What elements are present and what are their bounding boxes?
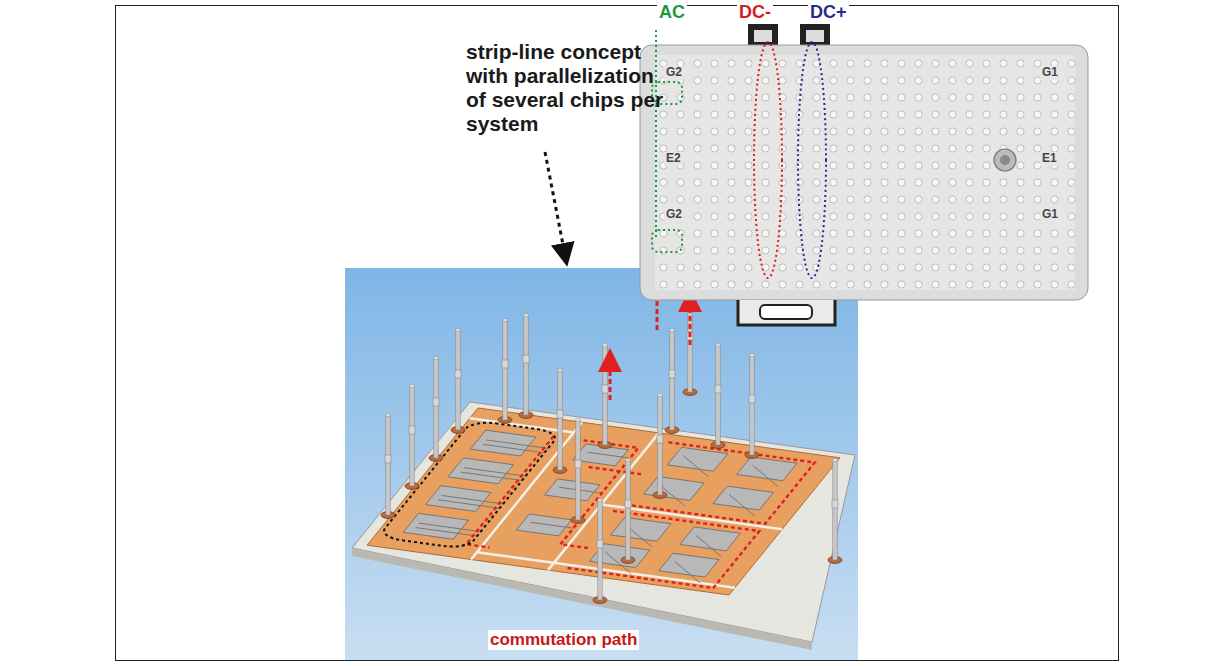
terminal-name: DC- xyxy=(737,2,773,23)
pin-name: G1 xyxy=(1040,208,1060,222)
pin-name: G2 xyxy=(664,208,684,222)
pin-name: E1 xyxy=(1040,152,1059,166)
callout-note: strip-line concept with parallelization … xyxy=(466,40,678,137)
terminal-name: AC xyxy=(657,2,687,23)
pin-name: E2 xyxy=(664,152,683,166)
pin-name: G1 xyxy=(1040,66,1060,80)
terminal-name: DC+ xyxy=(808,2,849,23)
path-label: commutation path xyxy=(488,630,639,650)
pin-name: G2 xyxy=(664,66,684,80)
